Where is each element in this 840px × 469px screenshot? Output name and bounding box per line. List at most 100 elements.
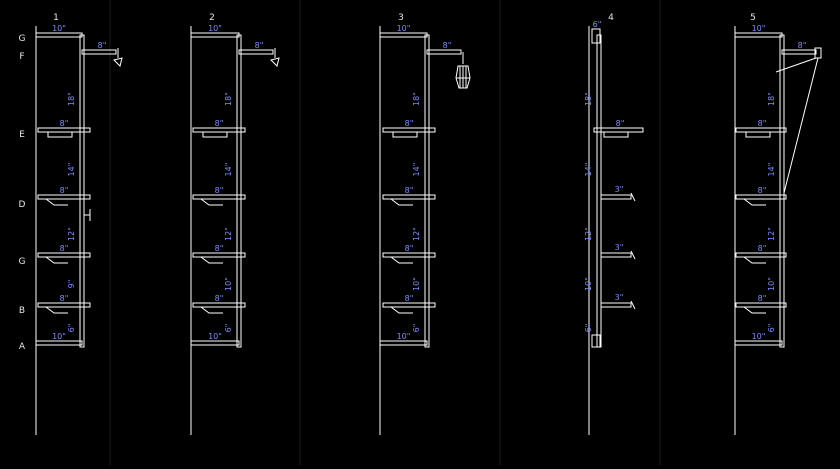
vertical-pipe — [236, 34, 242, 348]
shelf-bracket — [45, 256, 68, 264]
dim-shelf: 3" — [615, 185, 624, 194]
row-label: G — [19, 34, 26, 44]
dim-vertical: 14" — [67, 163, 76, 177]
column-number: 1 — [53, 13, 59, 23]
dim-shelf: 8" — [60, 119, 69, 128]
dim-vertical: 9" — [67, 280, 76, 289]
dim-vertical: 6" — [67, 324, 76, 333]
elevation-column-3: 310"10"8"8"8"8"8"18"14"12"10"6" — [379, 13, 471, 435]
elevation-column-4: 46"8"3"3"3"18"14"12"10"6" — [584, 13, 644, 435]
shelf-board — [735, 252, 787, 258]
dim-vertical: 6" — [412, 324, 421, 333]
shelf-board — [382, 252, 436, 258]
dim-vertical: 18" — [412, 92, 421, 106]
shelf-bracket — [743, 306, 766, 314]
dim-top: 6" — [593, 20, 602, 29]
dim-vertical: 18" — [224, 92, 233, 106]
dim-shelf: 8" — [616, 119, 625, 128]
dim-shelf: 8" — [215, 294, 224, 303]
column-number: 2 — [209, 13, 215, 23]
shelf-bracket — [45, 198, 68, 206]
shelf-board — [735, 127, 787, 133]
dim-shelf: 8" — [215, 244, 224, 253]
dim-arm: 8" — [443, 41, 452, 50]
bottom-fitting — [591, 334, 601, 348]
shelf-board — [735, 194, 787, 200]
shower-head-icon — [113, 57, 123, 67]
dim-top: 10" — [752, 24, 766, 33]
dim-vertical: 6" — [584, 324, 593, 333]
shelf-board — [192, 302, 246, 308]
dim-arm: 8" — [798, 41, 807, 50]
vertical-pipe — [79, 34, 85, 348]
column-number: 4 — [608, 13, 614, 23]
dim-shelf: 8" — [758, 186, 767, 195]
row-label: E — [19, 130, 25, 140]
cage-lamp-icon — [455, 65, 471, 89]
arm-pipe — [238, 49, 274, 55]
dim-top: 10" — [397, 24, 411, 33]
arm-pipe — [426, 49, 462, 55]
bottom-pipe — [379, 340, 428, 346]
bracket-hook — [630, 192, 636, 202]
shelf-board — [192, 194, 246, 200]
shelf-bracket — [390, 256, 413, 264]
row-label: B — [19, 306, 25, 316]
dim-vertical: 12" — [412, 227, 421, 241]
dim-vertical: 18" — [584, 92, 593, 106]
dim-shelf: 8" — [405, 294, 414, 303]
shelf-bracket — [200, 198, 223, 206]
dim-shelf: 3" — [615, 293, 624, 302]
bracket-arm — [600, 252, 632, 258]
dim-shelf: 8" — [215, 186, 224, 195]
dim-arm: 8" — [98, 41, 107, 50]
bottom-pipe — [734, 340, 783, 346]
vertical-pipe — [779, 34, 785, 348]
vertical-pipe — [596, 34, 602, 348]
dim-vertical: 10" — [412, 277, 421, 291]
arm-pipe — [781, 49, 817, 55]
row-label: G — [19, 257, 26, 267]
top-pipe — [734, 32, 783, 38]
dim-vertical: 10" — [767, 277, 776, 291]
shelf-bracket — [200, 256, 223, 264]
dim-arm: 8" — [255, 41, 264, 50]
shelf-bracket — [200, 306, 223, 314]
top-pipe — [35, 32, 83, 38]
dim-shelf: 8" — [758, 244, 767, 253]
elevation-column-5: 510"10"8"8"8"8"8"18"14"12"10"6" — [734, 13, 822, 435]
dim-vertical: 14" — [412, 163, 421, 177]
shelf-bracket — [743, 198, 766, 206]
top-fitting — [591, 28, 601, 44]
dim-bottom: 10" — [208, 332, 222, 341]
shelf-bracket — [45, 306, 68, 314]
dim-shelf: 8" — [758, 119, 767, 128]
dim-vertical: 12" — [224, 227, 233, 241]
bracket-arm — [600, 194, 632, 200]
dim-vertical: 6" — [767, 324, 776, 333]
elevation-column-1: 110"10"8"8"8"8"8"18"14"12"9"6" — [35, 13, 123, 435]
dim-shelf: 8" — [758, 294, 767, 303]
tray-box — [392, 131, 418, 138]
top-pipe — [190, 32, 240, 38]
column-number: 5 — [750, 13, 756, 23]
dim-vertical: 18" — [67, 92, 76, 106]
dim-vertical: 10" — [224, 277, 233, 291]
shelf-board — [382, 302, 436, 308]
dim-shelf: 8" — [405, 186, 414, 195]
shelf-board — [37, 302, 91, 308]
shelf-bracket — [743, 256, 766, 264]
dim-shelf: 8" — [215, 119, 224, 128]
dim-bottom: 10" — [752, 332, 766, 341]
row-label: D — [19, 200, 26, 210]
dim-vertical: 12" — [584, 227, 593, 241]
dim-vertical: 6" — [224, 324, 233, 333]
vertical-pipe — [424, 34, 430, 348]
top-pipe — [379, 32, 428, 38]
bracket-hook — [630, 250, 636, 260]
shelf-board — [37, 127, 91, 133]
dim-shelf: 8" — [60, 244, 69, 253]
dim-vertical: 12" — [767, 227, 776, 241]
arm-pipe — [81, 49, 117, 55]
